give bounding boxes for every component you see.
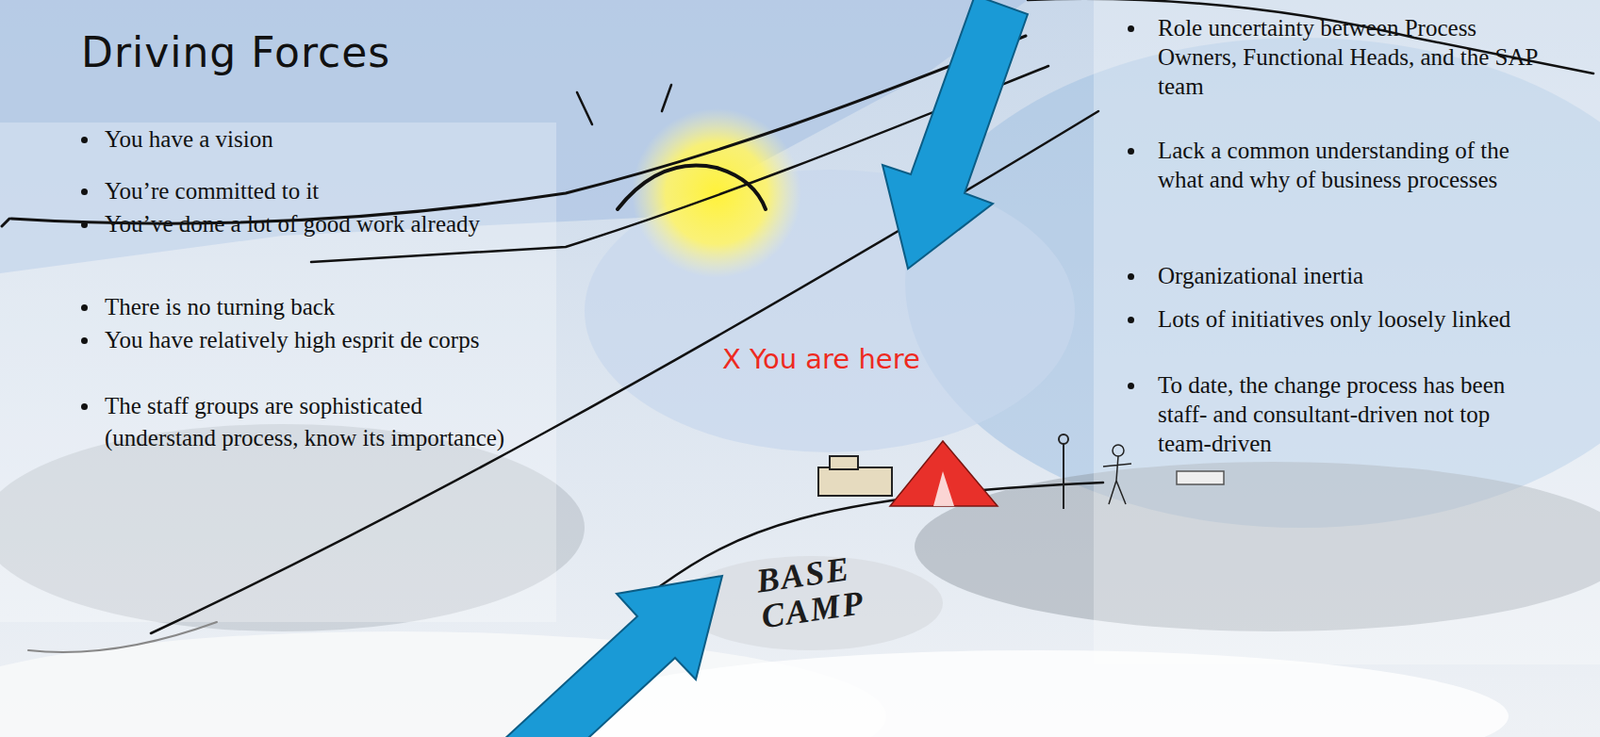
driving-arrow <box>490 576 723 737</box>
driving-force-item: The staff groups are sophisticated (unde… <box>104 390 511 455</box>
text-panel <box>1093 0 1600 665</box>
sun-ray <box>577 92 593 125</box>
restraining-force-item: To date, the change process has been sta… <box>1157 370 1547 459</box>
bullet-dot <box>1127 25 1135 33</box>
ridge-lines <box>1 0 1594 653</box>
sun-ray <box>661 84 672 112</box>
driving-force-item: You have a vision <box>104 123 539 156</box>
slide-title: Driving Forces <box>81 28 391 77</box>
tent-door <box>933 471 955 507</box>
red-tent <box>890 441 998 507</box>
ridge-line <box>1 218 10 227</box>
restraining-force-item: Role uncertainty between Process Owners,… <box>1157 13 1547 101</box>
ridge-line <box>659 482 1104 587</box>
driving-force-item: You have relatively high esprit de corps <box>104 324 539 357</box>
driving-force-item: You’re committed to it <box>104 175 539 208</box>
flag-top <box>1058 434 1069 445</box>
bullet-dot <box>81 136 88 144</box>
bullet-dot <box>81 221 88 229</box>
restraining-force-item: Lack a common understanding of the what … <box>1157 135 1547 195</box>
driving-force-item: There is no turning back <box>104 291 539 324</box>
flag-pole <box>1062 443 1065 510</box>
position-marker: X You are here <box>722 343 968 376</box>
bullet-dot <box>81 188 88 196</box>
bullet-dot <box>81 403 88 411</box>
sun-strokes <box>577 84 766 210</box>
bullet-dot <box>81 337 88 345</box>
ridge-line <box>28 622 217 653</box>
supply-box <box>829 456 858 470</box>
restraining-arrow <box>882 0 1028 269</box>
restraining-force-item: Lots of initiatives only loosely linked <box>1157 304 1547 334</box>
bullet-dot <box>1127 273 1135 281</box>
text-panel <box>0 122 557 623</box>
sun <box>631 108 802 279</box>
supply-box <box>818 467 892 496</box>
climber <box>1112 445 1124 457</box>
bullet-dot <box>81 304 88 312</box>
bullet-dot <box>1127 382 1135 390</box>
driving-force-item: You’ve done a lot of good work already <box>104 208 539 241</box>
sled <box>1176 471 1224 485</box>
climber <box>1103 456 1132 505</box>
bullet-dot <box>1127 148 1135 155</box>
bullet-dot <box>1127 316 1135 324</box>
restraining-force-item: Organizational inertia <box>1157 261 1547 291</box>
